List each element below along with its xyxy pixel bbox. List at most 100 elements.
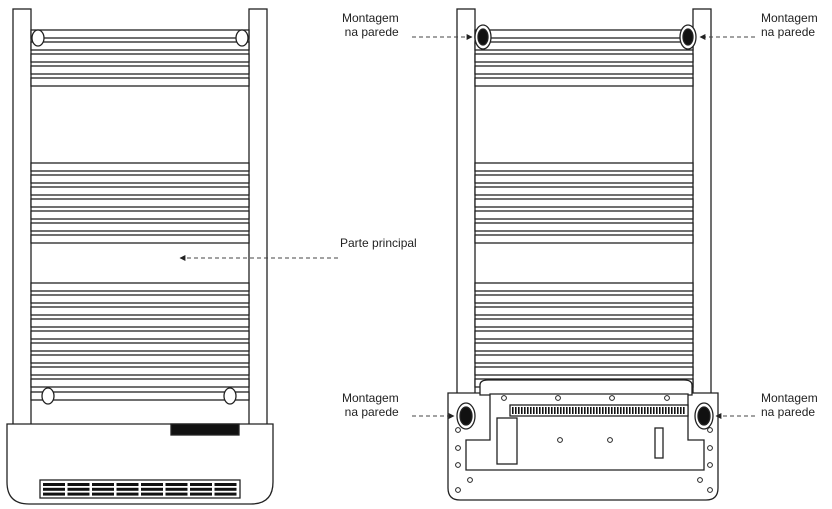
rung-bar — [30, 282, 250, 292]
connector-pin — [596, 407, 598, 414]
connector-pin — [605, 407, 607, 414]
connector-pin — [641, 407, 643, 414]
rung-bar — [30, 222, 250, 232]
vent-slot — [141, 492, 163, 496]
rung-bar — [474, 342, 694, 352]
connector-pin — [623, 407, 625, 414]
connector-pin — [563, 407, 565, 414]
connector-pin — [617, 407, 619, 414]
screw-hole — [664, 395, 670, 401]
vent-slot — [141, 487, 163, 491]
right-rail — [248, 8, 268, 430]
towel-radiator-rear-icon — [447, 8, 719, 501]
cable-slot — [654, 427, 664, 459]
connector-pin — [674, 407, 676, 414]
connector-pin — [653, 407, 655, 414]
screw-hole — [707, 487, 713, 493]
left-rail — [12, 8, 32, 430]
rung-bar — [474, 198, 694, 208]
vent-slot — [67, 492, 90, 496]
towel-radiator-front-icon — [6, 8, 274, 505]
screw-hole — [455, 445, 461, 451]
connector-pin — [527, 407, 529, 414]
rung-bar — [474, 65, 694, 75]
vent-slot — [214, 483, 237, 486]
connector-pin — [671, 407, 673, 414]
connector-pin — [593, 407, 595, 414]
connector-pin — [536, 407, 538, 414]
connector-pin — [515, 407, 517, 414]
connector-pin — [554, 407, 556, 414]
screw-hole — [455, 427, 461, 433]
screw-hole — [455, 487, 461, 493]
wall-mount-label-top-right: Montagem na parede — [761, 11, 818, 39]
rung-bar — [30, 366, 250, 376]
connector-pin — [620, 407, 622, 414]
rung-bar — [474, 330, 694, 340]
connector-pin — [644, 407, 646, 414]
screw-hole — [609, 395, 615, 401]
connector-pin — [551, 407, 553, 414]
connector-pin — [635, 407, 637, 414]
connector-pin — [638, 407, 640, 414]
rung-bar — [30, 306, 250, 316]
rung-bar — [474, 222, 694, 232]
rung-bar — [30, 41, 250, 51]
vent-slot — [190, 492, 212, 496]
wall-mount-label-bottom-right: Montagem na parede — [761, 391, 818, 419]
connector-pin — [647, 407, 649, 414]
vent-slot — [43, 487, 65, 491]
mount-disc — [223, 387, 237, 405]
vent-slot — [67, 487, 90, 491]
screw-hole — [501, 395, 507, 401]
screw-hole — [455, 462, 461, 468]
vent-slot — [214, 487, 237, 491]
connector-pin — [683, 407, 685, 414]
vent-slot — [43, 483, 65, 486]
rung-bar — [30, 234, 250, 244]
rung-bar — [30, 354, 250, 364]
right-rail — [692, 8, 712, 430]
rung-bar — [30, 186, 250, 196]
connector-pin — [656, 407, 658, 414]
connector-pin — [632, 407, 634, 414]
rung-bar — [30, 378, 250, 388]
main-part-label: Parte principal — [340, 236, 417, 250]
vent-slot — [165, 487, 188, 491]
rung-bar — [474, 366, 694, 376]
rung-bar — [30, 162, 250, 172]
connector-pin — [575, 407, 577, 414]
connector-pin — [677, 407, 679, 414]
connector-pin — [626, 407, 628, 414]
wall-mount-bracket-icon — [679, 24, 697, 50]
rung-bar — [30, 391, 250, 401]
rung-bar — [474, 162, 694, 172]
rung-bar — [30, 65, 250, 75]
mount-disc — [41, 387, 55, 405]
mount-disc — [235, 29, 249, 47]
screw-hole — [607, 437, 613, 443]
connector-pin — [611, 407, 613, 414]
connector-pin — [584, 407, 586, 414]
screw-hole — [555, 395, 561, 401]
rung-bar — [30, 198, 250, 208]
rung-bar — [474, 77, 694, 87]
connector-pin — [599, 407, 601, 414]
rung-bar — [474, 53, 694, 63]
display-panel — [170, 423, 240, 436]
screw-holes — [455, 395, 713, 493]
connector-pin — [662, 407, 664, 414]
leader-lines — [179, 34, 755, 419]
vent-slot — [190, 487, 212, 491]
vent-slot — [116, 483, 139, 486]
rung-bar — [474, 29, 694, 39]
connector-pin — [668, 407, 670, 414]
rung-bar — [474, 210, 694, 220]
connector-pin — [524, 407, 526, 414]
wall-mount-label-top-left: Montagem na parede — [342, 11, 399, 39]
connector-pin — [614, 407, 616, 414]
vent-slot — [43, 492, 65, 496]
vent-slot — [190, 483, 212, 486]
vent-slot — [165, 492, 188, 496]
